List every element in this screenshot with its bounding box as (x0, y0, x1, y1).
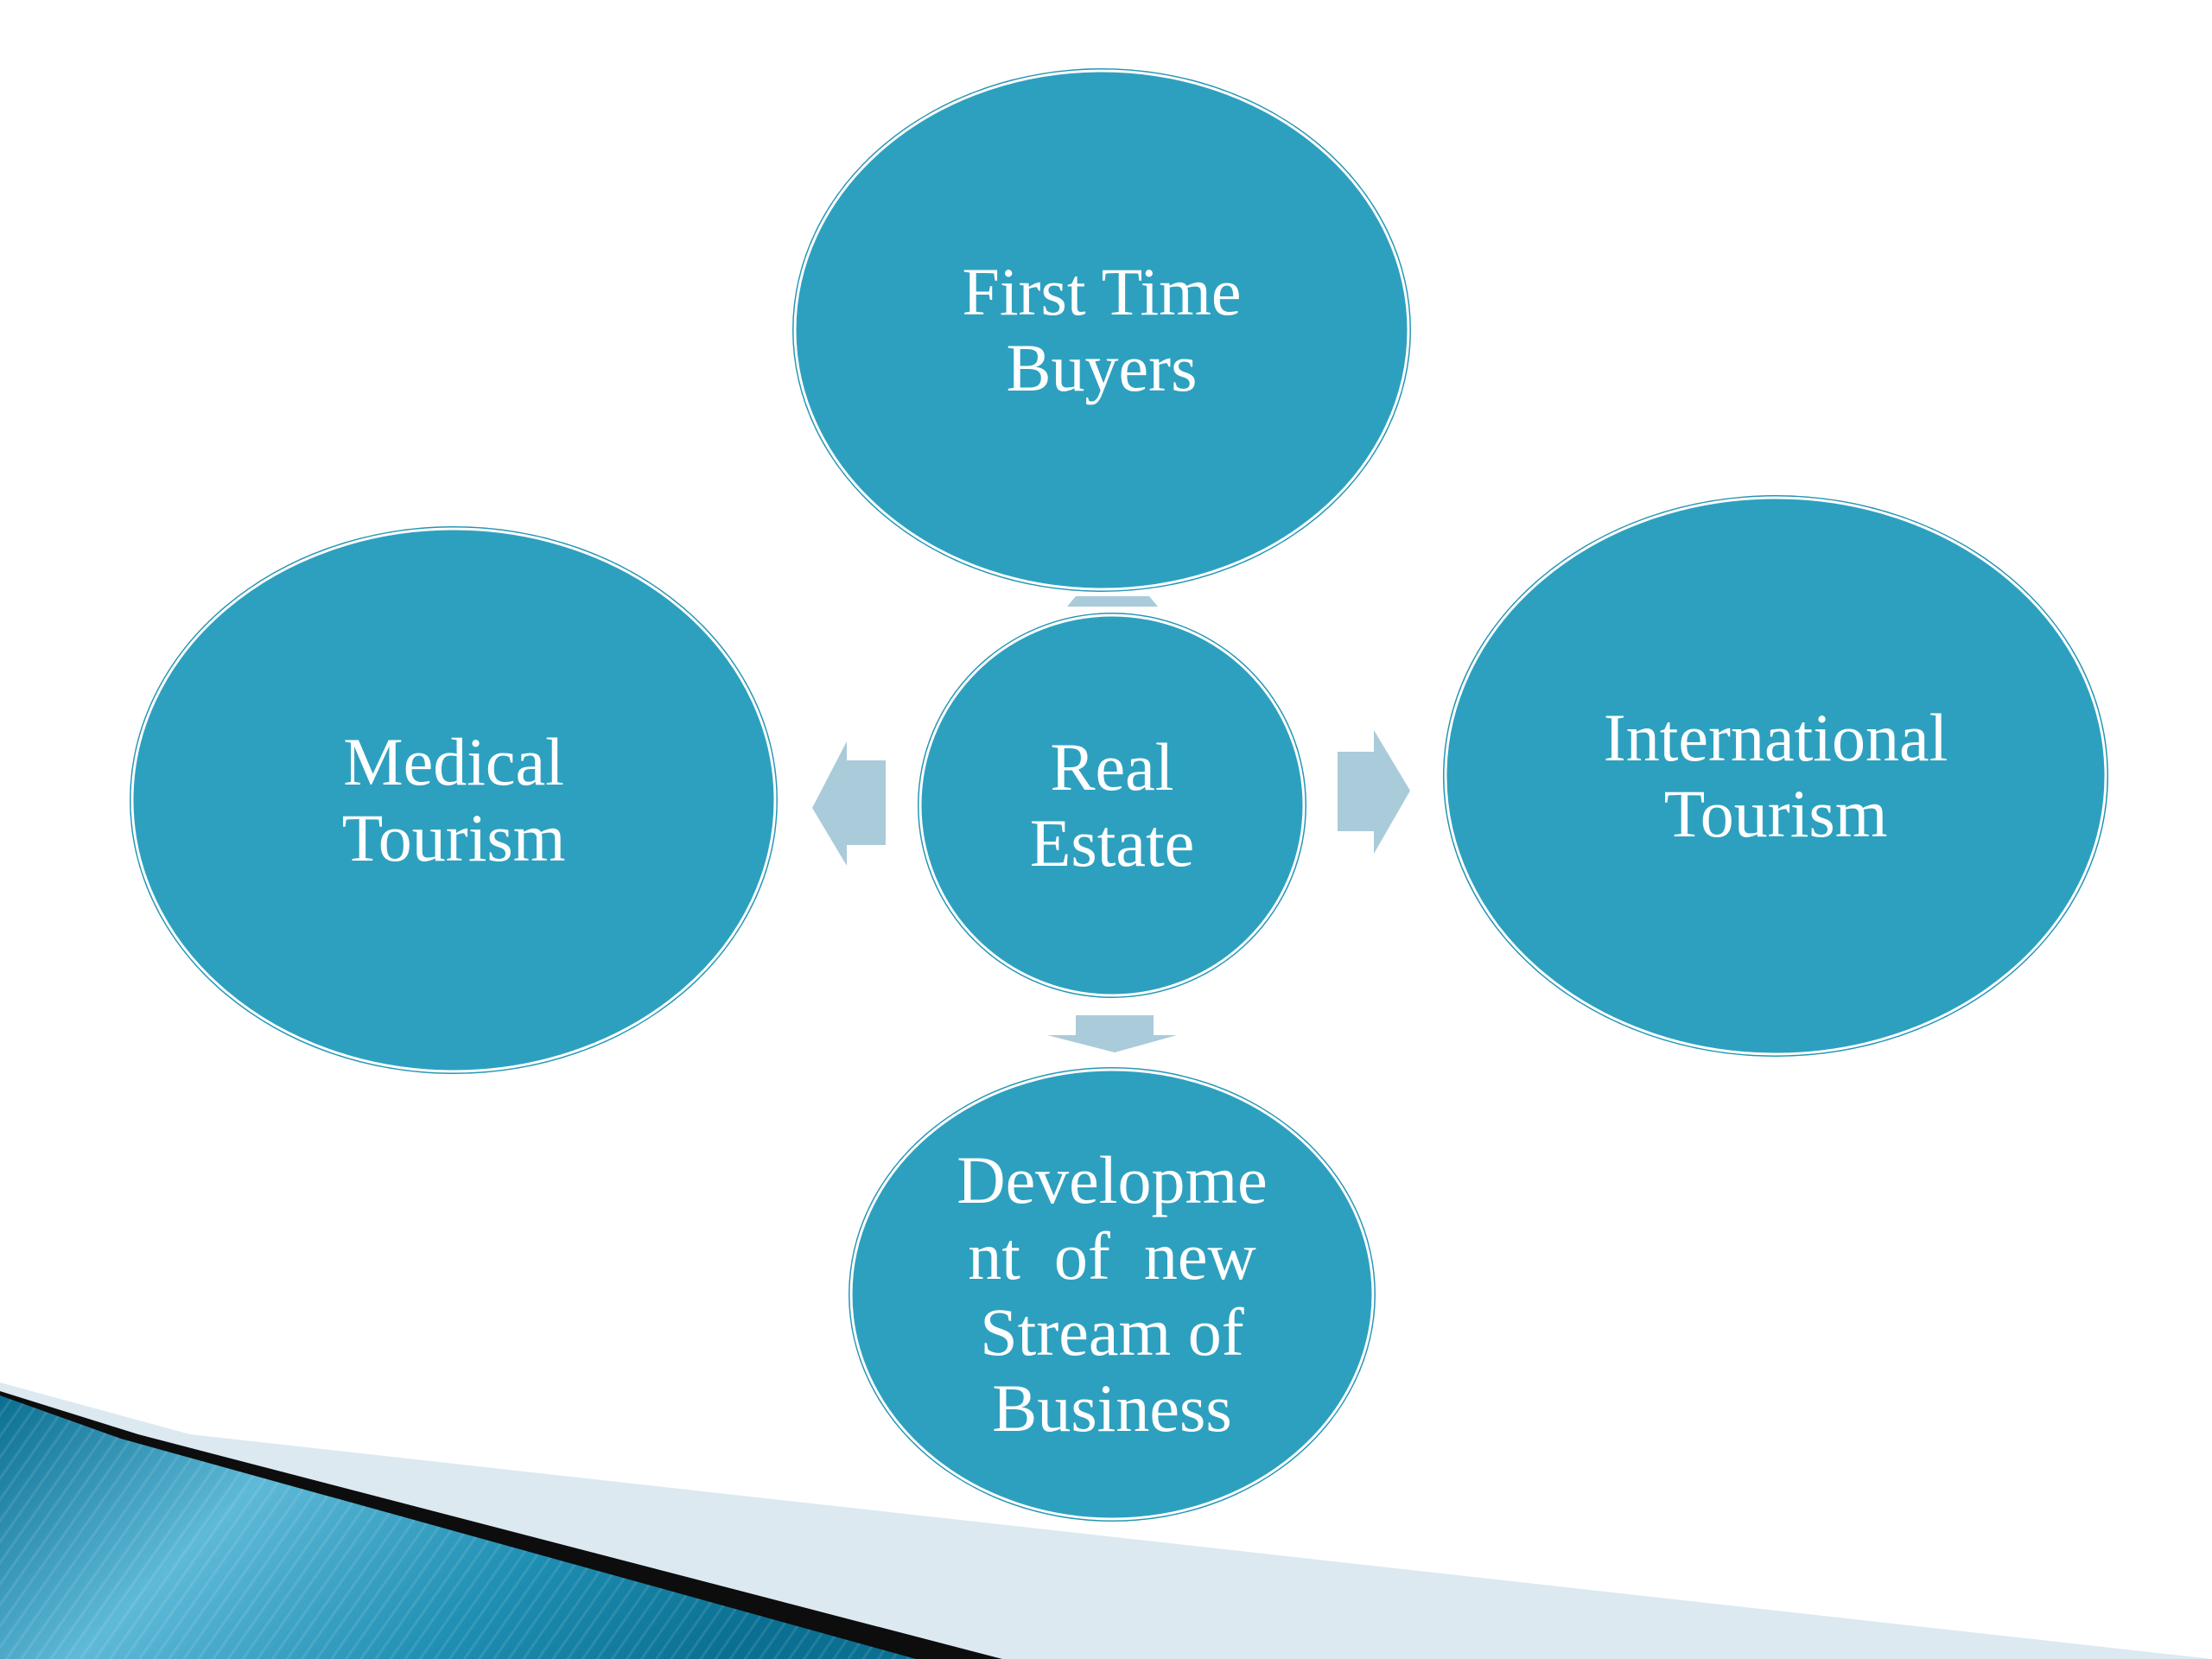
connector-arrows (812, 596, 1410, 1052)
arrow-to-international-tourism (1338, 730, 1410, 854)
node-label-line: nt of new (968, 1218, 1256, 1294)
node-label-line: Developme (957, 1142, 1268, 1217)
node-shape (793, 69, 1410, 591)
arrow-to-first-time-buyers (1067, 596, 1158, 607)
node-label-line: International (1604, 700, 1948, 775)
node-label-line: Stream of (980, 1294, 1243, 1370)
diagram-nodes: First TimeBuyersMedicalTourismInternatio… (130, 68, 2108, 1522)
decorative-banner (0, 1382, 2212, 1659)
node-label-line: Buyers (1007, 330, 1198, 405)
node-label-line: Medical (343, 724, 564, 799)
node-shape (130, 527, 777, 1073)
node-shape (849, 1068, 1375, 1521)
node-label-line: Real (1051, 729, 1174, 804)
arrow-to-development-new-stream (1047, 1015, 1177, 1052)
node-label-line: Tourism (1664, 776, 1888, 851)
node-label-line: Tourism (342, 800, 566, 875)
node-label-line: First Time (962, 254, 1241, 329)
node-shape (918, 613, 1306, 997)
node-label-line: Business (992, 1370, 1231, 1446)
banner-texture (0, 1395, 916, 1659)
arrow-to-medical-tourism (812, 741, 886, 866)
node-shape (1444, 496, 2107, 1056)
node-label-line: Estate (1030, 805, 1195, 880)
